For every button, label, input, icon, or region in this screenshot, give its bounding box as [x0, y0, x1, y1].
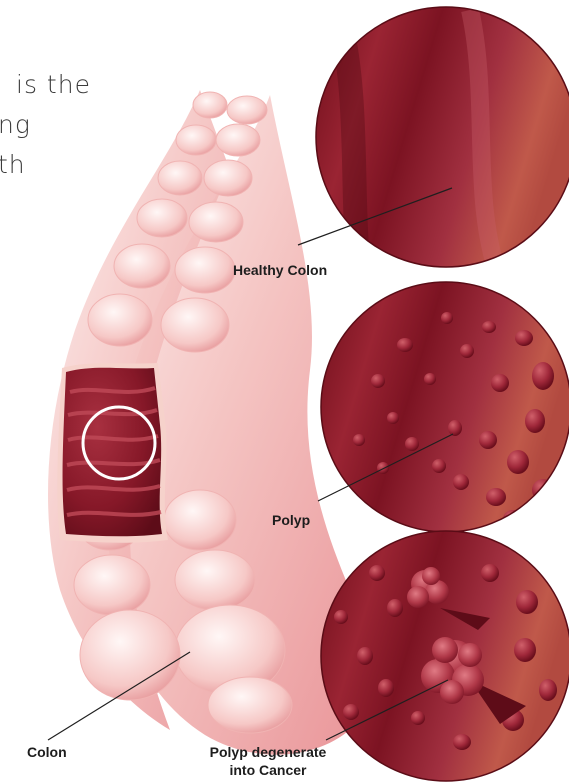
healthy-colon-view	[298, 7, 569, 280]
label-polyp-cancer-line-2: into Cancer	[200, 762, 336, 778]
cancer-view	[321, 531, 569, 781]
label-polyp-cancer-line-1: Polyp degenerate	[200, 744, 336, 760]
label-healthy-colon: Healthy Colon	[233, 262, 327, 278]
colon-cutaway	[57, 363, 168, 543]
polyp-view	[318, 282, 569, 532]
label-colon: Colon	[27, 744, 67, 760]
label-polyp: Polyp	[272, 512, 310, 528]
